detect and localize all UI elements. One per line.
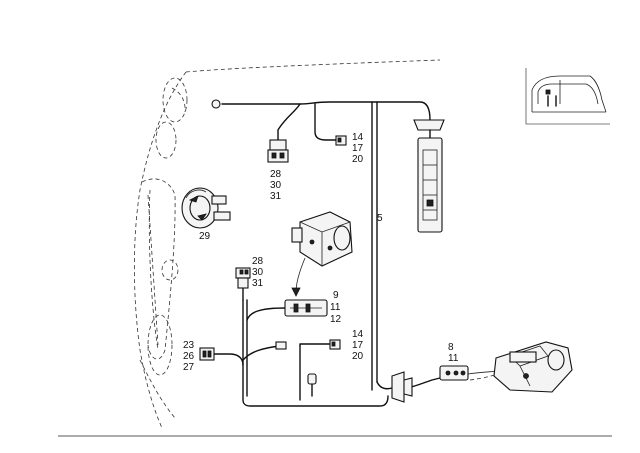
label-14-top: 14 [352,132,364,143]
label-9: 9 [333,290,339,301]
connector-8-11 [439,365,469,381]
label-20-lower: 20 [352,351,364,362]
vehicle-body-outline [133,59,441,429]
label-26: 26 [183,351,195,362]
inline-connector [275,341,287,350]
label-28-top: 28 [270,169,282,180]
label-23: 23 [183,340,195,351]
slider-control-unit [417,137,443,233]
connector-23-26-27 [199,347,215,361]
label-17-lower: 17 [352,340,364,351]
label-31-lower: 31 [252,278,264,289]
label-28-lower: 28 [252,256,264,267]
label-14-lower: 14 [352,329,364,340]
connector-28-30-31-top [267,139,289,163]
actuator-module [291,211,353,267]
label-20-top: 20 [352,154,364,165]
terminal-lower [307,373,317,385]
connector-28-30-31-lower [235,267,251,289]
grommet-bottom [391,371,413,403]
wiring-harness [211,99,511,407]
connector-9-11-12 [284,299,328,317]
label-5: 5 [377,213,383,224]
label-30-top: 30 [270,180,282,191]
label-12: 12 [330,314,342,325]
label-31-top: 31 [270,191,282,202]
connector-14-17-20-lower [329,339,341,350]
label-11-mid: 11 [330,302,341,313]
label-30-lower: 30 [252,267,264,278]
label-11-right: 11 [448,353,459,364]
label-27: 27 [183,362,195,373]
reference-labels: 5 14 17 20 28 30 31 29 28 30 31 9 11 12 … [183,132,459,373]
label-17-top: 17 [352,143,364,154]
vehicle-locator-inset [525,68,610,125]
label-29: 29 [199,231,211,242]
motor-assembly [493,341,573,393]
connector-14-17-20-top [335,135,347,146]
round-connector-29 [181,187,231,229]
grommet-top [413,119,445,139]
label-8: 8 [448,342,454,353]
